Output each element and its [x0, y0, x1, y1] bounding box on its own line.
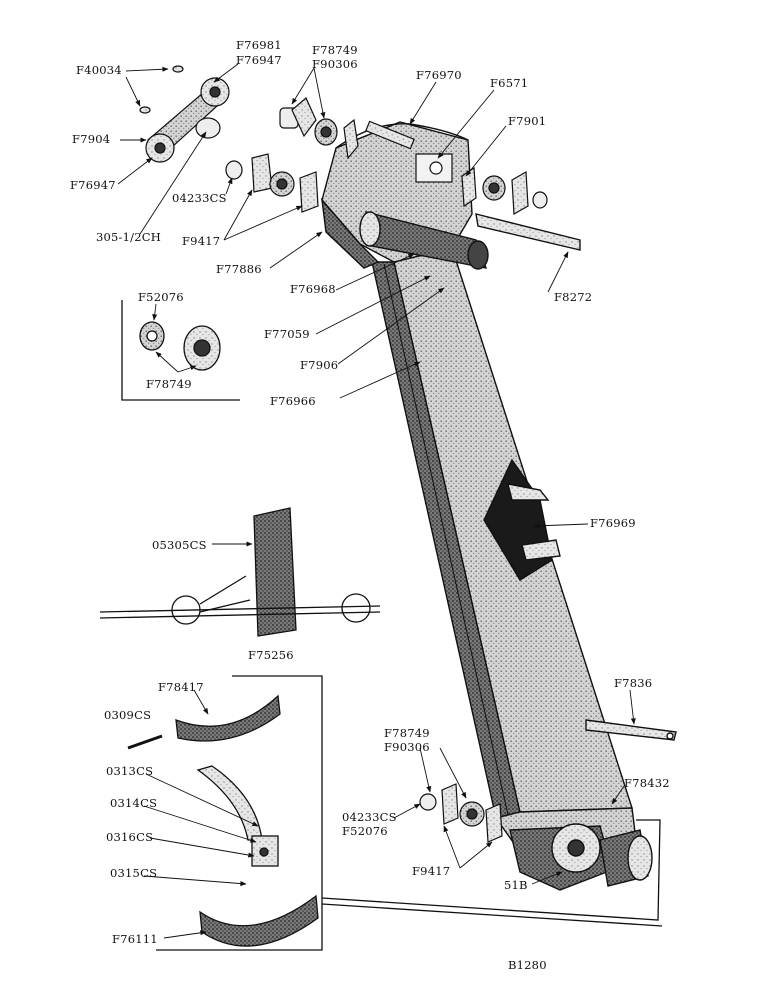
label-04233cs-bottom: 04233CS: [342, 810, 397, 824]
label-f52076-bottom: F52076: [342, 824, 388, 838]
elevator-trunk: [321, 121, 677, 891]
label-f76981: F76981: [236, 38, 282, 52]
bucket-chain-detail: [99, 507, 381, 637]
label-305-1-2ch: 305-1/2CH: [96, 230, 161, 244]
label-f76968: F76968: [290, 282, 336, 296]
label-f6571: F6571: [490, 76, 529, 90]
label-f7904: F7904: [72, 132, 111, 146]
label-f76969: F76969: [590, 516, 636, 530]
label-f76947-left: F76947: [70, 178, 116, 192]
label-f7906: F7906: [300, 358, 339, 372]
callout-frame-lines: [321, 819, 663, 927]
label-04233cs-top: 04233CS: [172, 191, 227, 205]
label-f76947-top: F76947: [236, 53, 282, 67]
label-0316cs: 0316CS: [106, 830, 154, 844]
bearing-inset: [121, 300, 240, 401]
label-f75256: F75256: [248, 648, 294, 662]
label-05305cs: 05305CS: [152, 538, 207, 552]
label-f52076-inset: F52076: [138, 290, 184, 304]
label-51b: 51B: [504, 878, 528, 892]
label-0314cs: 0314CS: [110, 796, 158, 810]
label-f7836: F7836: [614, 676, 653, 690]
boot-bearing-detail: [127, 675, 323, 951]
label-f78417: F78417: [158, 680, 204, 694]
label-f76970: F76970: [416, 68, 462, 82]
lower-bearings: [419, 783, 503, 843]
label-f9417-bottom: F9417: [412, 864, 451, 878]
label-f40034: F40034: [76, 63, 122, 77]
leader-lines: [117, 63, 636, 939]
label-f78749-bottom: F78749: [384, 726, 430, 740]
label-0315cs: 0315CS: [110, 866, 158, 880]
label-0313cs: 0313CS: [106, 764, 154, 778]
label-f76966: F76966: [270, 394, 316, 408]
label-f9417-top: F9417: [182, 234, 221, 248]
label-f90306-top: F90306: [312, 57, 358, 71]
label-0309cs: 0309CS: [104, 708, 152, 722]
label-f78749-top: F78749: [312, 43, 358, 57]
top-bearings: [225, 97, 548, 216]
label-f90306-bottom: F90306: [384, 740, 430, 754]
label-f77886: F77886: [216, 262, 262, 276]
label-f76111: F76111: [112, 932, 158, 946]
label-f78749-inset: F78749: [146, 377, 192, 391]
label-f7901: F7901: [508, 114, 547, 128]
label-f78432: F78432: [624, 776, 670, 790]
label-b1280: B1280: [508, 958, 547, 972]
label-f8272: F8272: [554, 290, 593, 304]
label-f77059: F77059: [264, 327, 310, 341]
